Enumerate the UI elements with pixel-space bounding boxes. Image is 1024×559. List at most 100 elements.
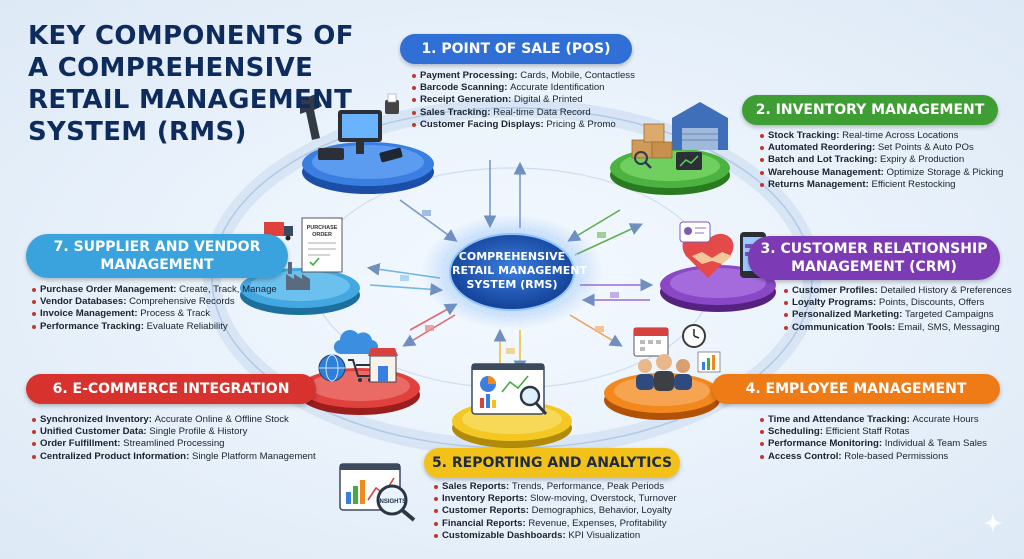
pos-banner: 1. POINT OF SALE (POS) — [400, 34, 632, 64]
team-icon — [636, 354, 692, 391]
feature-name: Customer Facing Displays — [420, 119, 546, 130]
feature-detail: KPI Visualization — [568, 529, 641, 541]
employee-banner: 4. EMPLOYEE MANAGEMENT — [712, 374, 1000, 404]
feature-name: Performance Tracking — [40, 321, 147, 332]
list-item: Vendor DatabasesComprehensive Records — [32, 296, 277, 308]
hub-label-line-1: COMPREHENSIVE — [458, 250, 566, 263]
list-item: Order FulfillmentStreamlined Processing — [32, 438, 316, 450]
supplier-feature-list: Purchase Order ManagementCreate, Track, … — [32, 284, 277, 333]
list-item: Receipt GenerationDigital & Printed — [412, 94, 635, 106]
feature-detail: Process & Track — [140, 308, 211, 320]
feature-detail: Accurate Hours — [912, 414, 979, 425]
feature-name: Scheduling — [768, 426, 826, 437]
hub-label-line-2: RETAIL MANAGEMENT — [452, 264, 587, 277]
feature-detail: Targeted Campaigns — [905, 309, 994, 321]
list-item: Batch and Lot TrackingExpiry & Productio… — [760, 154, 1003, 166]
list-item: Customer ProfilesDetailed History & Pref… — [784, 285, 1012, 297]
boxes-icon — [631, 123, 673, 159]
feature-detail: Efficient Restocking — [871, 178, 956, 190]
inventory-banner: 2. INVENTORY MANAGEMENT — [742, 95, 998, 125]
feature-detail: Expiry & Production — [879, 154, 965, 166]
feature-detail: Detailed History & Preferences — [880, 285, 1012, 296]
crm-banner-line-2: MANAGEMENT (CRM) — [791, 259, 957, 275]
feature-detail: Slow-moving, Overstock, Turnover — [529, 493, 677, 505]
clock-icon — [682, 324, 706, 348]
purchase-order-label-1: PURCHASE — [307, 225, 338, 231]
list-item: Invoice ManagementProcess & Track — [32, 308, 277, 320]
feature-name: Centralized Product Information — [40, 451, 192, 462]
feature-name: Warehouse Management — [768, 167, 887, 178]
feature-detail: Pricing & Promo — [546, 118, 616, 130]
reporting-feature-list: Sales ReportsTrends, Performance, Peak P… — [434, 481, 677, 542]
feature-detail: Real-time Across Locations — [842, 130, 959, 141]
insights-label: INSIGHTS — [378, 499, 406, 505]
hub-label: COMPREHENSIVE RETAIL MANAGEMENT SYSTEM (… — [452, 250, 587, 292]
list-item: Loyalty ProgramsPoints, Discounts, Offer… — [784, 297, 1012, 309]
crm-platform — [660, 221, 776, 312]
main-title-line-3: RETAIL MANAGEMENT — [28, 85, 353, 115]
reporting-icon-area: INSIGHTS — [338, 462, 420, 522]
tablet-chart-icon — [676, 152, 702, 170]
supplier-banner-line-1: 7. SUPPLIER AND VENDOR — [53, 239, 261, 255]
list-item: Sales ReportsTrends, Performance, Peak P… — [434, 481, 677, 493]
data-packets — [400, 210, 619, 354]
feature-detail: Optimize Storage & Picking — [886, 166, 1004, 178]
magnifier-icon — [634, 151, 652, 169]
crm-feature-list: Customer ProfilesDetailed History & Pref… — [784, 285, 1012, 334]
feature-name: Payment Processing — [420, 70, 520, 81]
feature-name: Sales Reports — [442, 481, 512, 492]
feature-detail: Points, Discounts, Offers — [878, 297, 985, 309]
heart-handshake-icon — [682, 233, 734, 278]
feature-detail: Trends, Performance, Peak Periods — [511, 481, 665, 492]
list-item: Payment ProcessingCards, Mobile, Contact… — [412, 70, 635, 82]
ecommerce-banner: 6. E-COMMERCE INTEGRATION — [26, 374, 316, 404]
purchase-order-document-icon: PURCHASE ORDER — [301, 217, 343, 273]
feature-name: Customer Reports — [442, 505, 532, 516]
list-item: Stock TrackingReal-time Across Locations — [760, 130, 1003, 142]
list-item: Centralized Product InformationSingle Pl… — [32, 451, 316, 463]
factory-icon — [286, 262, 310, 290]
supplier-banner-line-2: MANAGEMENT — [100, 257, 214, 273]
list-item: Performance MonitoringIndividual & Team … — [760, 438, 987, 450]
pos-platform — [300, 93, 434, 194]
feature-detail: Comprehensive Records — [129, 296, 235, 308]
ecommerce-platform — [300, 330, 420, 415]
list-item: Customer ReportsDemographics, Behavior, … — [434, 505, 677, 517]
feature-name: Returns Management — [768, 179, 871, 190]
inventory-feature-list: Stock TrackingReal-time Across Locations… — [760, 130, 1003, 191]
feature-detail: Accurate Online & Offline Stock — [154, 414, 289, 425]
feature-name: Financial Reports — [442, 518, 528, 529]
insights-report-icon: INSIGHTS — [339, 463, 416, 522]
feature-detail: Streamlined Processing — [123, 438, 225, 450]
feature-detail: Efficient Staff Rotas — [825, 426, 910, 438]
warehouse-icon — [672, 102, 728, 150]
feature-detail: Create, Track, Manage — [179, 284, 277, 295]
feature-name: Barcode Scanning — [420, 82, 510, 93]
list-item: Synchronized InventoryAccurate Online & … — [32, 414, 316, 426]
magnifier-icon — [519, 385, 548, 416]
feature-detail: Real-time Data Record — [493, 106, 591, 118]
feature-name: Time and Attendance Tracking — [768, 414, 913, 425]
feature-name: Sales Tracking — [420, 107, 493, 118]
feature-detail: Single Profile & History — [149, 426, 248, 438]
feature-detail: Cards, Mobile, Contactless — [520, 70, 635, 81]
bar-chart-icon — [697, 351, 721, 373]
purchase-order-label-2: ORDER — [312, 232, 332, 238]
receipt-printer-icon — [385, 93, 399, 114]
list-item: Customer Facing DisplaysPricing & Promo — [412, 119, 635, 131]
list-item: Time and Attendance TrackingAccurate Hou… — [760, 414, 987, 426]
list-item: Returns ManagementEfficient Restocking — [760, 179, 1003, 191]
list-item: Inventory ReportsSlow-moving, Overstock,… — [434, 493, 677, 505]
main-title-line-1: KEY COMPONENTS OF — [28, 21, 354, 51]
ecommerce-feature-list: Synchronized InventoryAccurate Online & … — [32, 414, 316, 463]
pos-feature-list: Payment ProcessingCards, Mobile, Contact… — [412, 70, 635, 131]
feature-name: Invoice Management — [40, 308, 140, 319]
sparkle-icon — [983, 513, 1003, 533]
feature-detail: Email, SMS, Messaging — [897, 321, 1000, 333]
list-item: Access ControlRole-based Permissions — [760, 451, 987, 463]
list-item: Automated ReorderingSet Points & Auto PO… — [760, 142, 1003, 154]
feature-detail: Evaluate Reliability — [146, 320, 228, 332]
list-item: Barcode ScanningAccurate Identification — [412, 82, 635, 94]
